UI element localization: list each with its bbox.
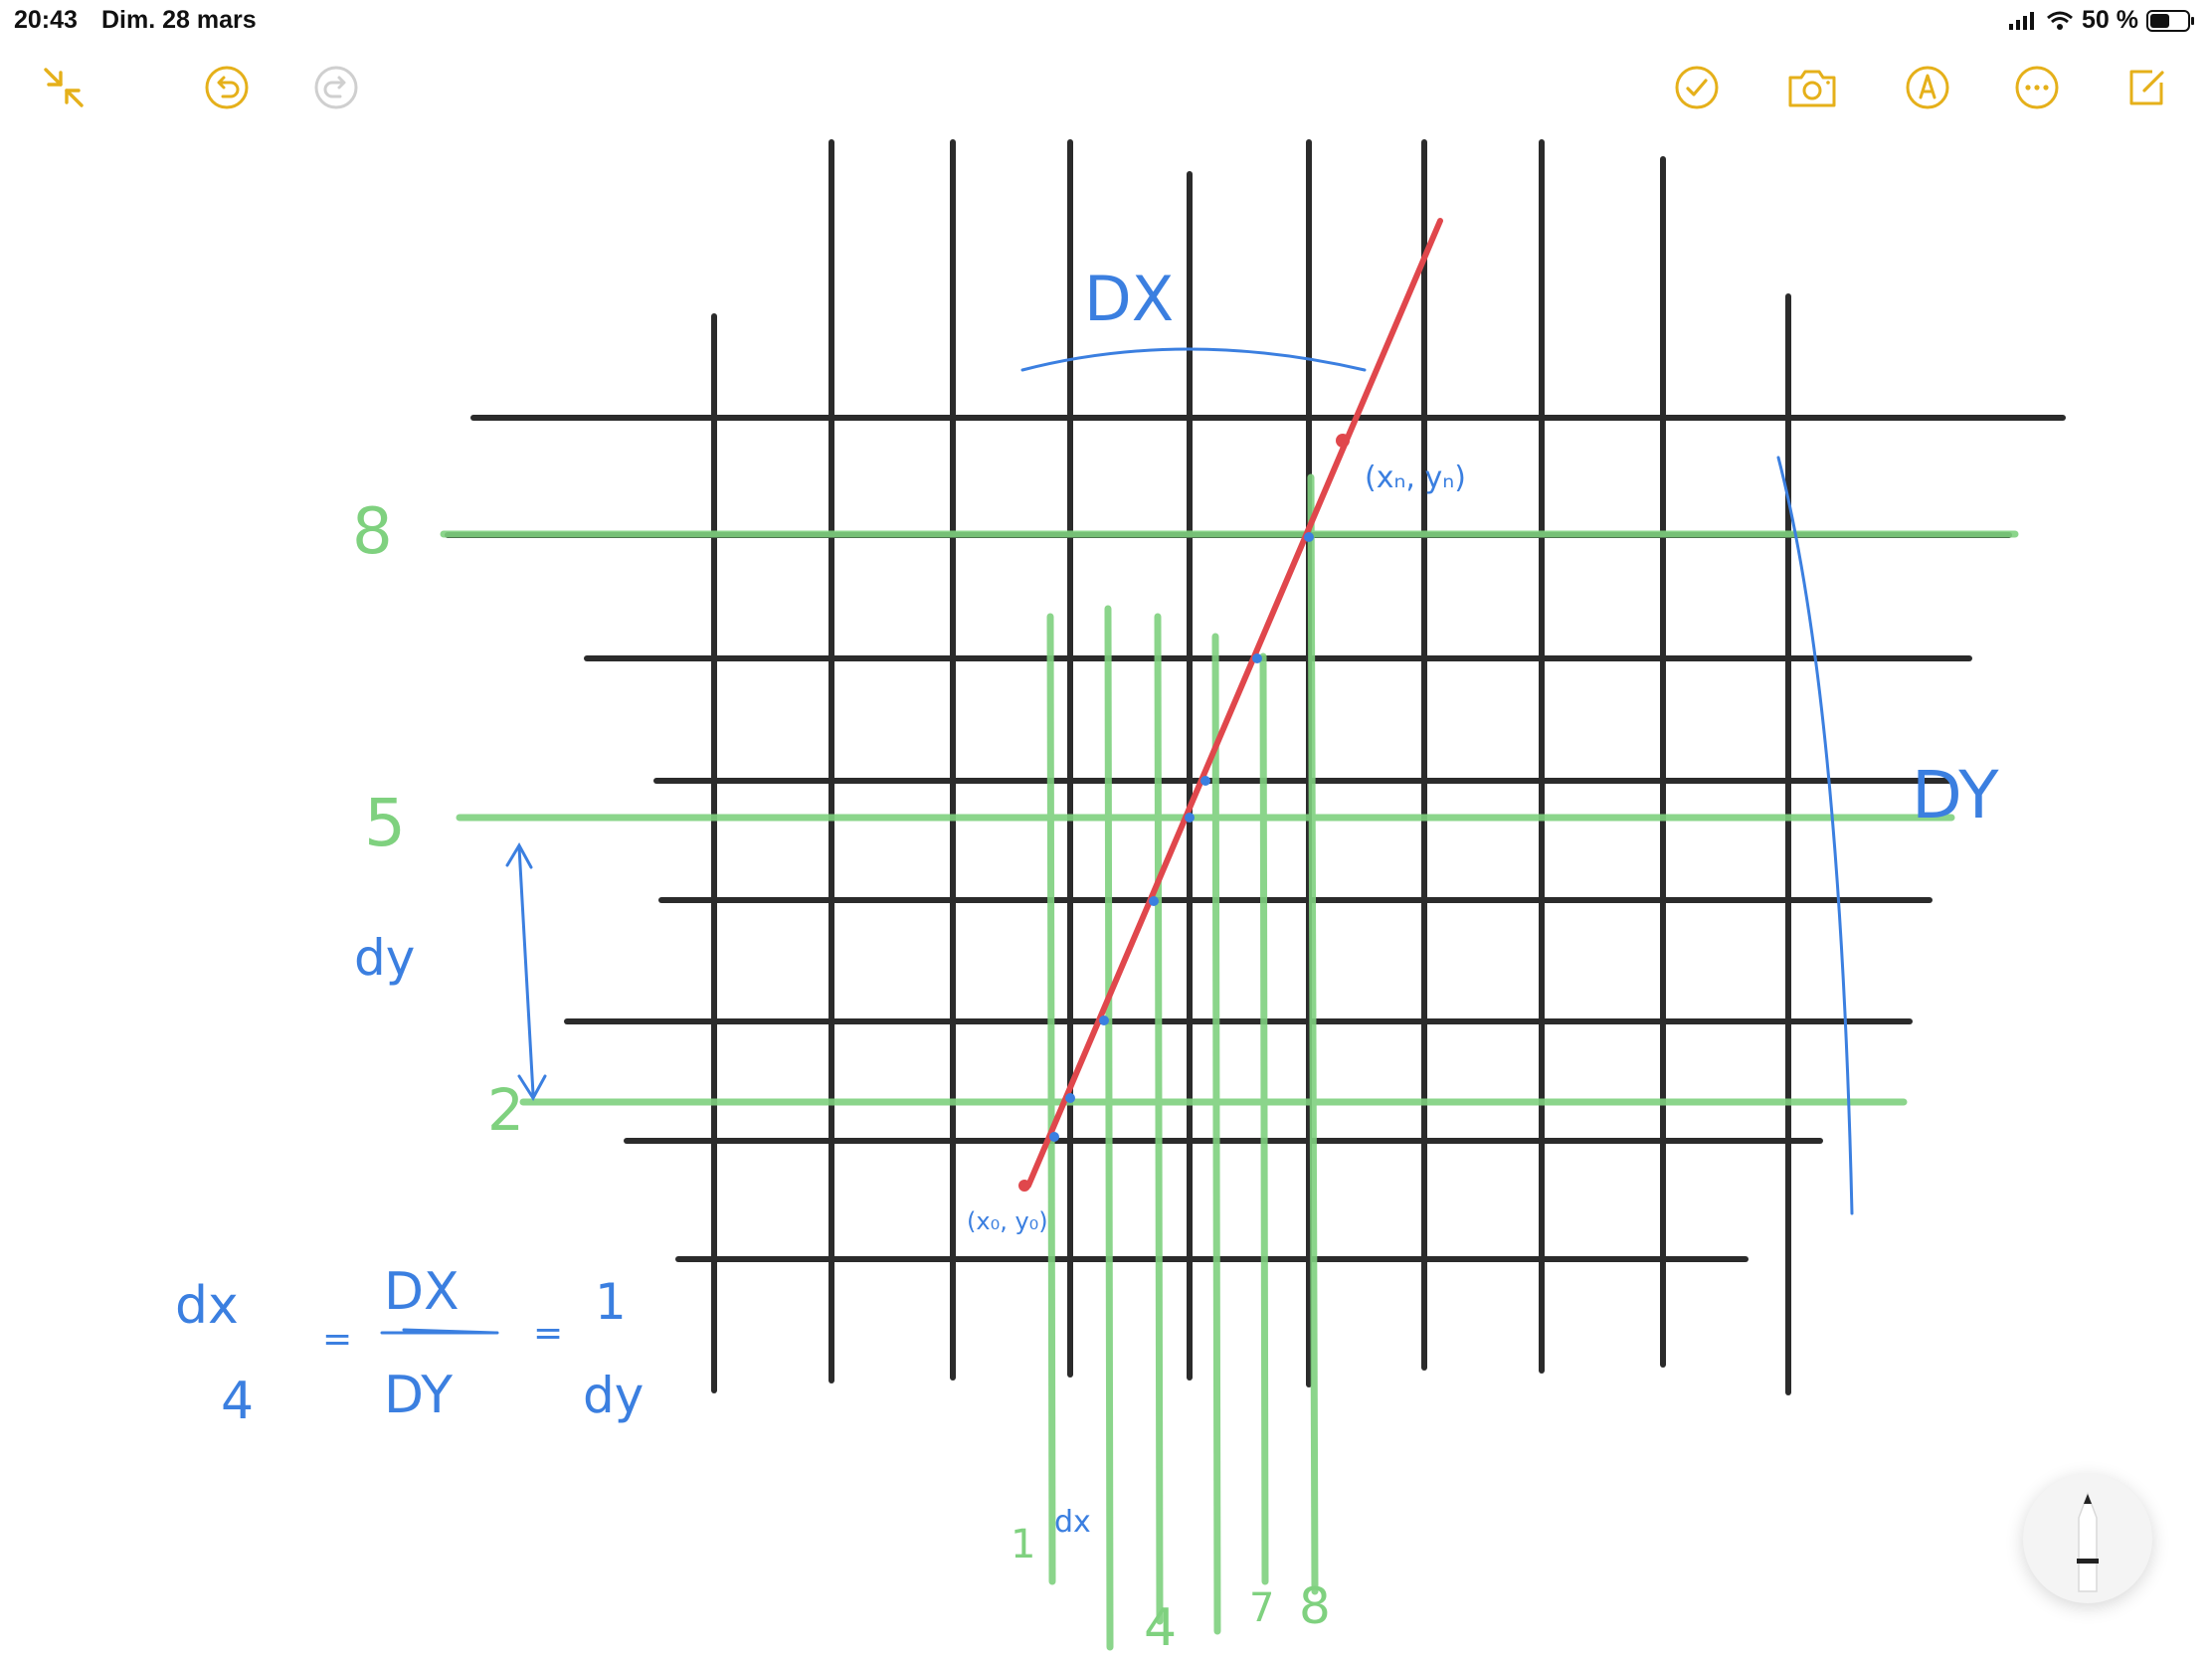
camera-button[interactable] bbox=[1780, 56, 1844, 119]
collapse-icon bbox=[44, 68, 84, 107]
status-date: Dim. 28 mars bbox=[101, 6, 257, 34]
col-7-label: 7 bbox=[1249, 1585, 1274, 1631]
end-point-label: (xₙ, yₙ) bbox=[1365, 461, 1466, 495]
formula-eq-1: = bbox=[322, 1319, 352, 1360]
markup-icon bbox=[1906, 66, 1949, 109]
dx-top-label: DX bbox=[1084, 263, 1174, 335]
col-4-label: 4 bbox=[1144, 1598, 1177, 1658]
redo-button[interactable] bbox=[304, 56, 368, 119]
start-point bbox=[1018, 1180, 1030, 1192]
cellular-signal-icon bbox=[2009, 11, 2035, 30]
formula-rhs-den: dy bbox=[583, 1367, 644, 1424]
formula-mid-den: DY bbox=[384, 1366, 453, 1425]
drawing-canvas-area[interactable]: DX DY dy (xₙ, yₙ) (x₀, y₀) dx dx 4 = DX … bbox=[0, 129, 2212, 1659]
intersection-dots bbox=[1049, 532, 1314, 1142]
black-grid bbox=[445, 139, 2066, 1395]
redo-icon bbox=[314, 66, 358, 109]
compose-icon bbox=[2129, 70, 2164, 105]
status-time: 20:43 bbox=[14, 6, 78, 34]
pencil-icon bbox=[2077, 1491, 2099, 1592]
drawing-canvas[interactable]: DX DY dy (xₙ, yₙ) (x₀, y₀) dx dx 4 = DX … bbox=[0, 129, 2212, 1659]
red-line bbox=[1018, 218, 1443, 1192]
battery-percentage: 50 % bbox=[2082, 6, 2138, 34]
toolbar bbox=[0, 56, 2212, 125]
formula-rhs-num: 1 bbox=[595, 1273, 627, 1331]
row-8-label: 8 bbox=[352, 495, 393, 569]
row-2-label: 2 bbox=[487, 1076, 524, 1144]
checkmark-icon bbox=[1675, 66, 1719, 109]
more-button[interactable] bbox=[2005, 56, 2069, 119]
undo-icon bbox=[205, 66, 249, 109]
status-bar: 20:43 Dim. 28 mars 50 % bbox=[0, 0, 2212, 40]
dy-left-label: dy bbox=[354, 929, 415, 987]
formula-mid-num: DX bbox=[384, 1262, 460, 1322]
dx-bottom-label: dx bbox=[1054, 1505, 1091, 1540]
undo-button[interactable] bbox=[195, 56, 259, 119]
formula-lhs-num: dx bbox=[175, 1276, 239, 1336]
collapse-button[interactable] bbox=[32, 56, 95, 119]
blue-labels: DX DY dy (xₙ, yₙ) (x₀, y₀) dx dx 4 = DX … bbox=[175, 263, 1999, 1540]
markup-button[interactable] bbox=[1896, 56, 1959, 119]
col-8-label: 8 bbox=[1299, 1577, 1331, 1635]
checklist-button[interactable] bbox=[1665, 56, 1729, 119]
dy-right-label: DY bbox=[1912, 757, 1999, 833]
wifi-icon bbox=[2047, 11, 2073, 30]
end-point bbox=[1336, 434, 1350, 448]
formula-lhs-den: 4 bbox=[221, 1372, 254, 1431]
blue-annotations bbox=[380, 347, 1854, 1335]
col-1-label: 1 bbox=[1011, 1522, 1035, 1567]
more-icon bbox=[2015, 66, 2059, 109]
pencil-tool-button[interactable] bbox=[2023, 1474, 2152, 1603]
green-highlights bbox=[440, 473, 2019, 1651]
compose-button[interactable] bbox=[2115, 56, 2178, 119]
start-point-label: (x₀, y₀) bbox=[967, 1207, 1048, 1235]
battery-icon bbox=[2146, 9, 2194, 32]
formula-eq-2: = bbox=[533, 1313, 563, 1354]
row-5-label: 5 bbox=[364, 785, 406, 861]
status-indicators: 50 % bbox=[2008, 6, 2196, 35]
green-labels: 8 5 2 1 4 7 8 bbox=[352, 495, 1331, 1658]
camera-icon bbox=[1788, 70, 1836, 107]
